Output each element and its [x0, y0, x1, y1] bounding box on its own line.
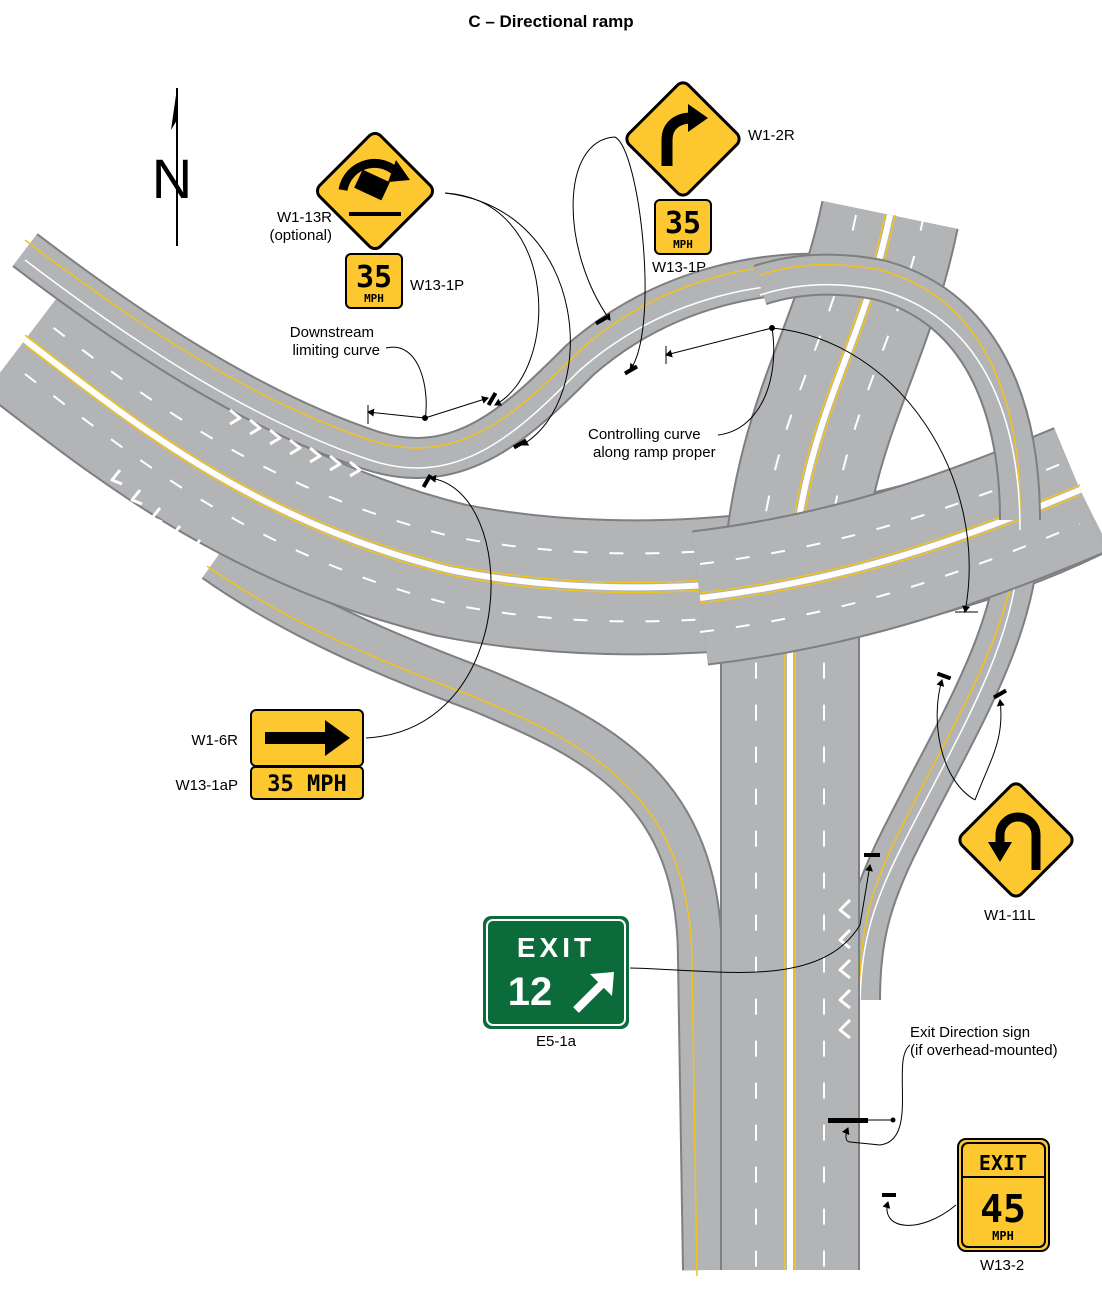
left-exit-ramp: [201, 541, 728, 1277]
controlling-label-2: along ramp proper: [593, 444, 716, 461]
w1-6r-label: W1-6R: [191, 732, 238, 749]
w1-13r-label: W1-13R: [277, 209, 332, 226]
w13-1ap-label: W13-1aP: [175, 777, 238, 794]
w13-1p-right-sign: 35 MPH: [654, 199, 712, 255]
curve-limit-ticks: [367, 325, 978, 613]
w13-2-line1: EXIT: [979, 1151, 1027, 1175]
w13-1ap-sign: 35 MPH: [250, 766, 364, 800]
w13-2-speed: 45: [980, 1187, 1026, 1231]
w1-2r-sign: [625, 81, 741, 197]
truck-icon: [354, 169, 390, 201]
downstream-label-1: Downstream: [290, 324, 374, 341]
ramp-loop-overpass: [753, 253, 1041, 531]
w13-1p-right-label: W13-1P: [652, 259, 706, 276]
w13-1p-right-speed: 35: [665, 206, 701, 241]
north-label: N: [152, 147, 192, 210]
w1-13r-note: (optional): [269, 227, 332, 244]
e5-1a-label: E5-1a: [536, 1033, 577, 1050]
controlling-label-1: Controlling curve: [588, 426, 701, 443]
sign-location-markers: [421, 314, 1008, 1197]
right-arrow-icon: [265, 720, 350, 756]
w13-1p-left-speed: 35: [356, 260, 392, 295]
w13-1p-left-sign: 35 MPH: [345, 253, 403, 309]
w13-2-label: W13-2: [980, 1257, 1024, 1274]
north-arrow: N: [152, 88, 192, 246]
leader-lines: [365, 136, 1005, 1226]
gore-chevrons: [110, 408, 852, 1040]
e5-1a-number: 12: [508, 970, 553, 1014]
w1-6r-sign: [250, 709, 364, 767]
w13-2-unit: MPH: [992, 1229, 1014, 1243]
hairpin-arrow-icon: [995, 812, 1041, 870]
up-right-arrow-icon: [573, 972, 614, 1013]
roadways: [0, 200, 1102, 1277]
right-curve-arrow-icon: [661, 112, 693, 166]
e5-1a-line1: EXIT: [517, 932, 595, 963]
w13-2-sign: EXIT 45 MPH: [957, 1138, 1050, 1252]
w13-1p-left-label: W13-1P: [410, 277, 464, 294]
downstream-label-2: limiting curve: [292, 342, 380, 359]
exit-direction-label-1: Exit Direction sign: [910, 1024, 1030, 1041]
exit-direction-label-2: (if overhead-mounted): [910, 1042, 1058, 1059]
w1-2r-label: W1-2R: [748, 127, 795, 144]
w13-1p-left-unit: MPH: [364, 292, 384, 305]
w1-11l-sign: [958, 782, 1074, 898]
w1-13r-sign: [316, 132, 434, 250]
w1-11l-label: W1-11L: [984, 907, 1035, 924]
e5-1a-sign: EXIT 12: [483, 916, 629, 1029]
w13-1p-right-unit: MPH: [673, 238, 693, 251]
north-south-freeway: [720, 200, 959, 1270]
diagram-title: C – Directional ramp: [468, 12, 634, 31]
w13-1ap-text: 35 MPH: [267, 772, 346, 797]
